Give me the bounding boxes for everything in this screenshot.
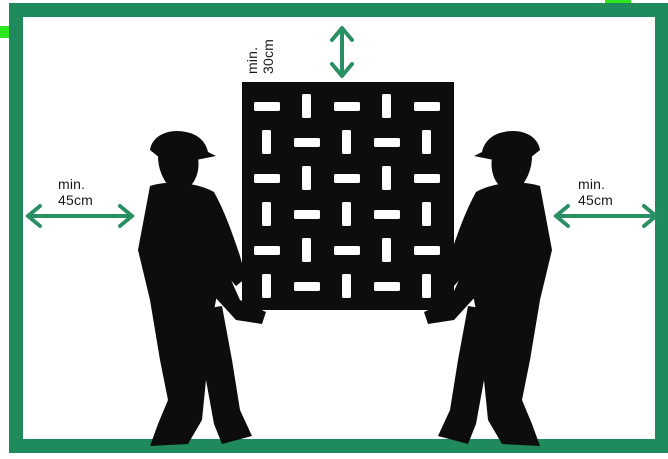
weave-slot bbox=[294, 138, 320, 147]
weave-slot bbox=[382, 94, 391, 118]
left-clearance-label: min. 45cm bbox=[58, 176, 93, 208]
weave-slot bbox=[422, 130, 431, 154]
top-clearance-line1: min. bbox=[244, 14, 260, 74]
weave-slot bbox=[334, 246, 360, 255]
weave-slot bbox=[422, 202, 431, 226]
left-clearance-line2: 45cm bbox=[58, 192, 93, 208]
left-clearance-line1: min. bbox=[58, 176, 93, 192]
top-clearance-label: min. 30cm bbox=[244, 14, 276, 74]
weave-slot bbox=[414, 102, 440, 111]
weave-slot bbox=[334, 174, 360, 183]
left-clearance-arrow bbox=[28, 206, 132, 226]
weave-slot bbox=[342, 202, 351, 226]
weave-slot bbox=[382, 166, 391, 190]
weave-slot bbox=[302, 238, 311, 262]
weave-slot bbox=[374, 210, 400, 219]
woven-panel bbox=[242, 82, 454, 310]
weave-slot bbox=[374, 138, 400, 147]
weave-slot bbox=[262, 274, 271, 298]
weave-slot bbox=[334, 102, 360, 111]
weave-slot bbox=[382, 238, 391, 262]
right-clearance-line2: 45cm bbox=[578, 192, 613, 208]
weave-slot bbox=[262, 202, 271, 226]
top-clearance-line2: 30cm bbox=[260, 14, 276, 74]
weave-slot bbox=[262, 130, 271, 154]
weave-slot bbox=[414, 174, 440, 183]
weave-slot bbox=[294, 282, 320, 291]
right-clearance-line1: min. bbox=[578, 176, 613, 192]
weave-slot bbox=[302, 94, 311, 118]
weave-slot bbox=[254, 102, 280, 111]
right-clearance-label: min. 45cm bbox=[578, 176, 613, 208]
weave-slot bbox=[302, 166, 311, 190]
right-clearance-arrow bbox=[556, 206, 656, 226]
top-clearance-arrow bbox=[332, 28, 352, 76]
weave-slot bbox=[294, 210, 320, 219]
weave-slot bbox=[414, 246, 440, 255]
weave-slot bbox=[374, 282, 400, 291]
weave-slot bbox=[254, 246, 280, 255]
weave-slot bbox=[342, 274, 351, 298]
weave-slot bbox=[342, 130, 351, 154]
weave-slot bbox=[422, 274, 431, 298]
weave-slot bbox=[254, 174, 280, 183]
